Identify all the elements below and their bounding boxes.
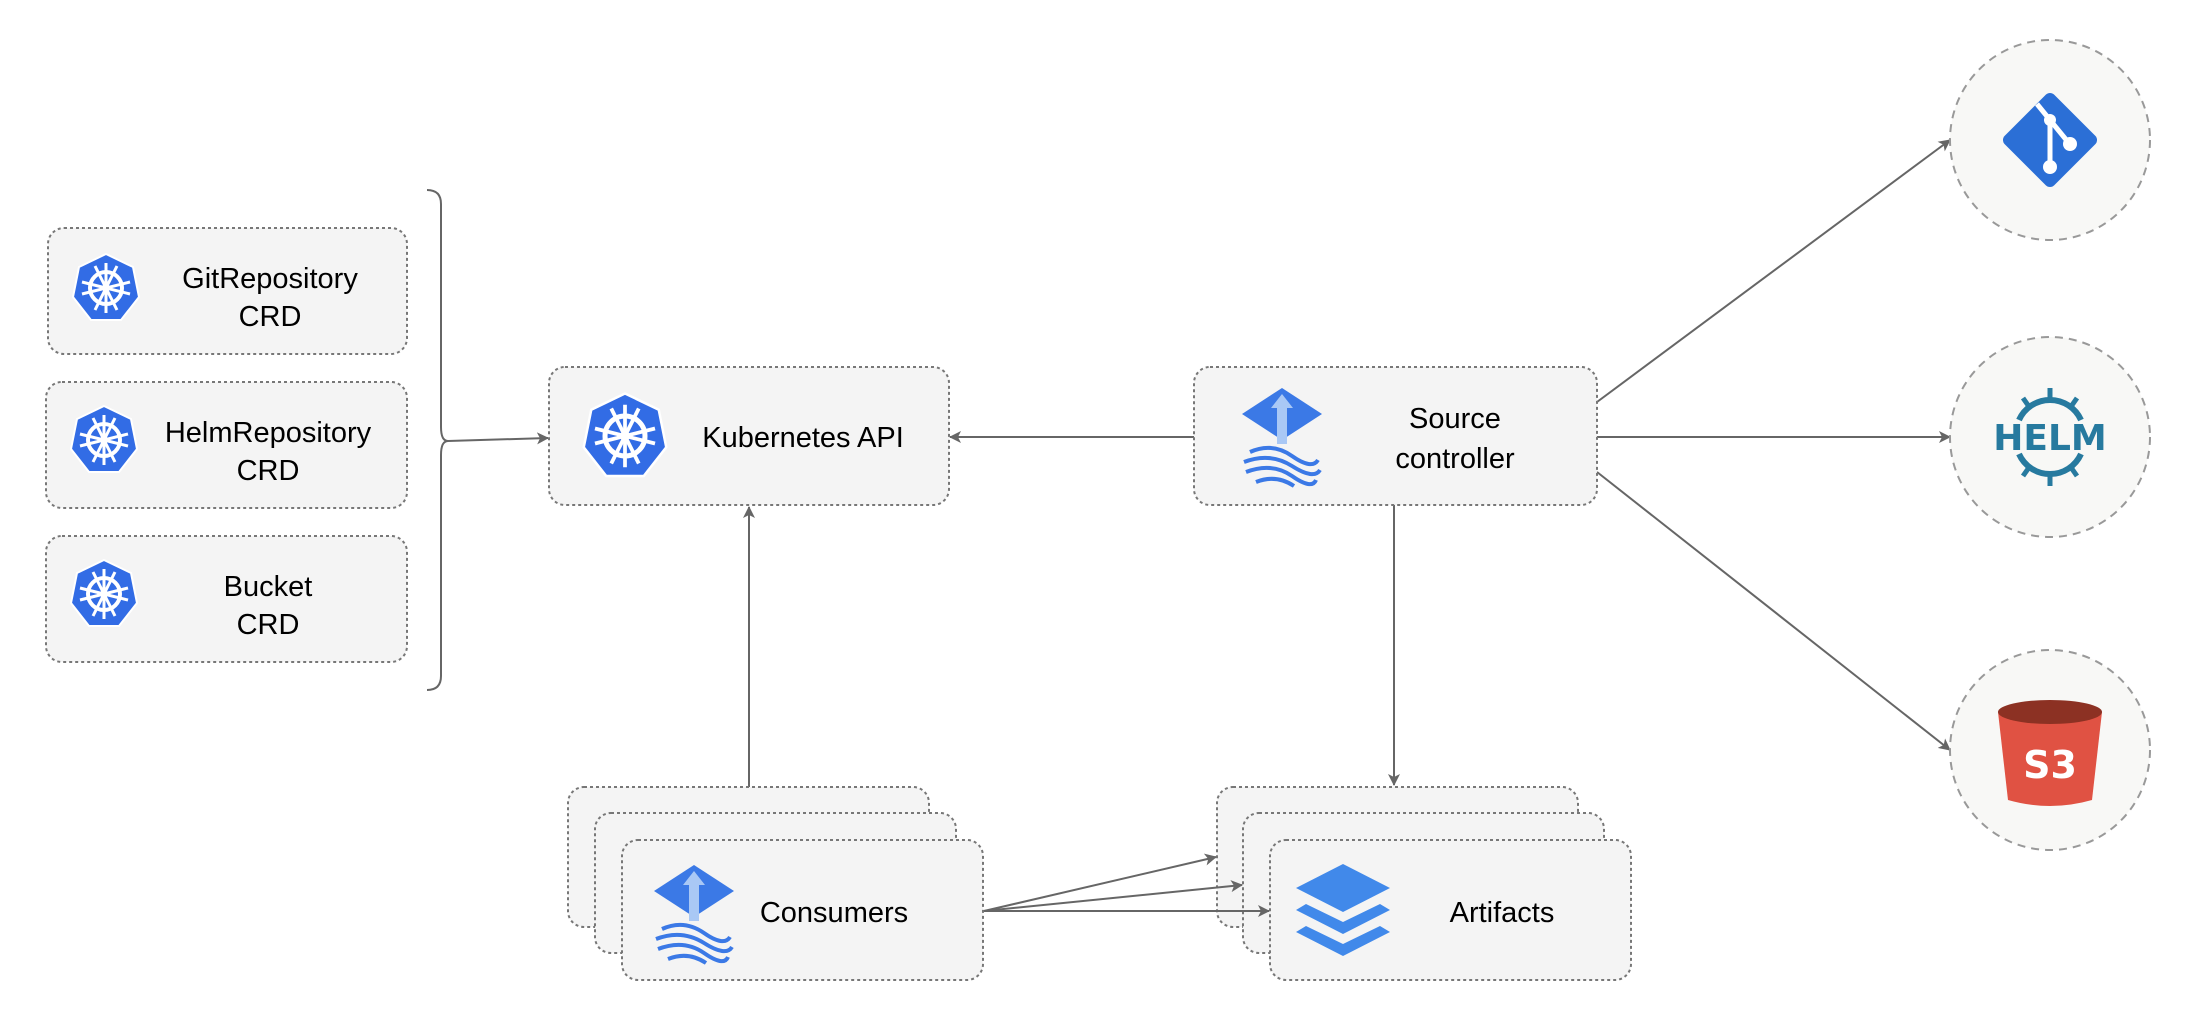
kubernetes-api-node[interactable]: Kubernetes API <box>548 366 950 506</box>
source-controller-label-line1: Source <box>1409 403 1501 435</box>
edge-consumers-to-artifacts-2 <box>983 880 1243 912</box>
layers-icon <box>1296 864 1390 956</box>
helm-source[interactable]: HELM <box>1949 336 2151 538</box>
crd-name: Bucket <box>224 571 313 603</box>
edge-source-controller-to-s3 <box>1596 471 1951 751</box>
crd-type: CRD <box>239 301 302 333</box>
crd-type: CRD <box>237 609 300 641</box>
crd-type: CRD <box>237 455 300 487</box>
s3-logo-text: S3 <box>2023 743 2077 787</box>
edge-consumers-to-artifacts-1 <box>983 853 1217 912</box>
source-controller-node[interactable]: Source controller <box>1193 366 1598 506</box>
git-icon <box>2002 92 2098 188</box>
artifacts-label: Artifacts <box>1450 897 1555 929</box>
edge-crds-to-kubernetes-api <box>447 432 549 445</box>
crd-bucket[interactable]: Bucket CRD <box>45 535 408 663</box>
s3-source[interactable]: S3 <box>1949 649 2151 851</box>
git-source[interactable] <box>1949 39 2151 241</box>
edge-source-controller-to-git <box>1596 139 1951 403</box>
crd-name: GitRepository <box>182 263 358 295</box>
helm-logo-text: HELM <box>1993 418 2106 459</box>
crd-name: HelmRepository <box>165 417 372 449</box>
crd-helmrepository[interactable]: HelmRepository CRD <box>45 381 408 509</box>
crd-group-brace <box>426 189 449 691</box>
edges <box>426 139 1951 787</box>
consumers-node[interactable]: Consumers <box>567 786 984 981</box>
helm-icon: HELM <box>1993 388 2107 486</box>
artifacts-node[interactable]: Artifacts <box>1216 786 1632 981</box>
source-controller-label-line2: controller <box>1395 443 1515 475</box>
consumers-label: Consumers <box>760 897 908 929</box>
crd-gitrepository[interactable]: GitRepository CRD <box>47 227 408 355</box>
s3-bucket-icon: S3 <box>1998 700 2102 806</box>
kubernetes-api-label: Kubernetes API <box>702 422 904 454</box>
